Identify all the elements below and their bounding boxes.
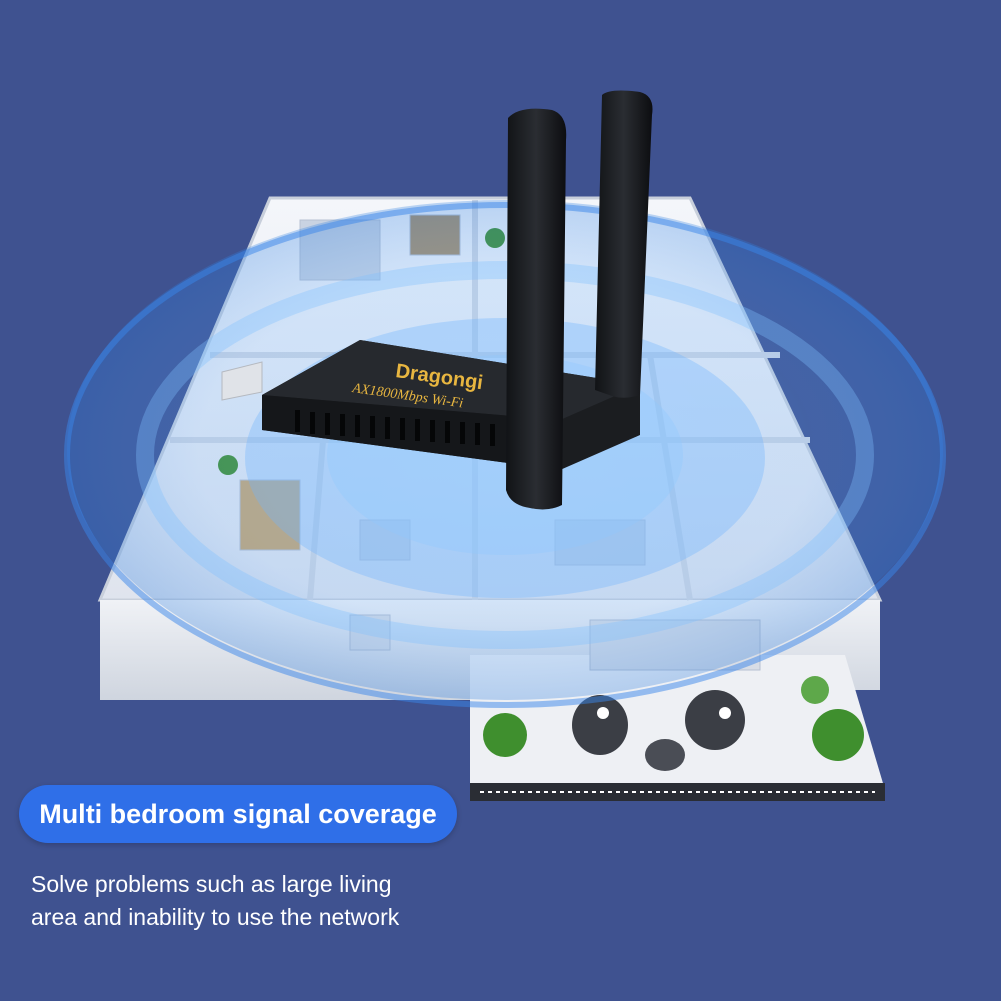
description-line: Solve problems such as large living bbox=[31, 871, 392, 897]
wifi-adapter: Dragongi AX1800Mbps Wi-Fi bbox=[221, 90, 653, 510]
antenna-right bbox=[595, 90, 653, 398]
antenna-left bbox=[506, 108, 567, 510]
description-line: area and inability to use the network bbox=[31, 904, 400, 930]
headline-text: Multi bedroom signal coverage bbox=[39, 798, 437, 829]
headline-badge: Multi bedroom signal coverage bbox=[19, 785, 457, 843]
description: Solve problems such as large living area… bbox=[31, 868, 491, 934]
